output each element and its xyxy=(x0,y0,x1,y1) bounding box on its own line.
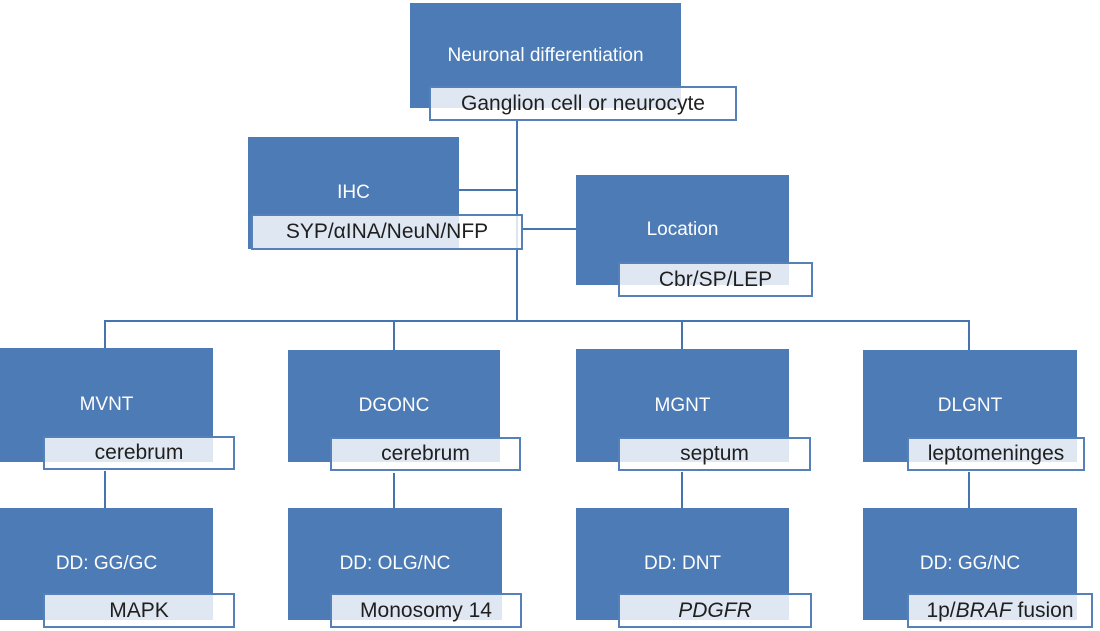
connector-mvnt-to-dd xyxy=(104,471,106,508)
connector-drop-dgonc xyxy=(393,320,395,350)
node-neuronal-differentiation-title: Neuronal differentiation xyxy=(447,44,644,66)
label-ganglion-cell-text: Ganglion cell or neurocyte xyxy=(461,91,705,115)
node-mvnt-title: MVNT xyxy=(79,394,134,416)
label-mgnt-site: septum xyxy=(618,437,811,471)
node-dgonc-title: DGONC xyxy=(358,395,430,417)
label-ganglion-cell-or-neurocyte: Ganglion cell or neurocyte xyxy=(429,86,737,121)
label-dlgnt-site-text: leptomeninges xyxy=(927,442,1065,465)
label-dlgnt-site: leptomeninges xyxy=(907,437,1085,471)
connector-dgonc-to-dd xyxy=(393,473,395,508)
node-mvnt-dd-title: DD: GG/GC xyxy=(55,553,158,575)
label-dlgnt-marker: 1p/BRAF fusion xyxy=(907,593,1093,628)
connector-drop-dlgnt xyxy=(968,320,970,350)
label-dlgnt-marker-text: 1p/BRAF fusion xyxy=(926,599,1073,623)
label-mvnt-site: cerebrum xyxy=(43,436,235,470)
node-ihc-title: IHC xyxy=(337,182,370,204)
label-dgonc-site-text: cerebrum xyxy=(381,442,470,465)
connector-mgnt-to-dd xyxy=(681,472,683,508)
label-mgnt-marker: PDGFR xyxy=(618,593,812,628)
label-dgonc-marker-text: Monosomy 14 xyxy=(360,598,492,622)
label-mgnt-marker-text: PDGFR xyxy=(678,598,752,622)
label-location-sites-text: Cbr/SP/LEP xyxy=(658,267,773,291)
node-mgnt-dd-title: DD: DNT xyxy=(643,553,722,575)
label-mvnt-site-text: cerebrum xyxy=(94,441,184,464)
connector-drop-mgnt xyxy=(681,320,683,350)
label-mgnt-site-text: septum xyxy=(680,442,749,465)
label-dlgnt-marker-prefix: 1p/ xyxy=(926,598,956,622)
connector-dlgnt-to-dd xyxy=(968,472,970,508)
label-dlgnt-marker-suffix: fusion xyxy=(1011,598,1074,622)
node-location-title: Location xyxy=(646,219,719,241)
label-mvnt-marker: MAPK xyxy=(43,593,235,628)
node-dlgnt-dd-title: DD: GG/NC xyxy=(919,553,1021,575)
label-mvnt-marker-text: MAPK xyxy=(109,598,169,622)
label-ihc-markers-text: SYP/αINA/NeuN/NFP xyxy=(285,220,489,243)
node-dlgnt-title: DLGNT xyxy=(937,395,1003,417)
label-dgonc-site: cerebrum xyxy=(330,437,521,471)
label-dgonc-marker: Monosomy 14 xyxy=(330,593,522,628)
label-ihc-markers: SYP/αINA/NeuN/NFP xyxy=(251,214,523,250)
connector-drop-mvnt xyxy=(104,320,106,349)
connector-main-horizontal xyxy=(104,320,970,322)
connector-ihc-horizontal xyxy=(459,189,517,191)
label-location-sites: Cbr/SP/LEP xyxy=(618,262,813,297)
label-dlgnt-marker-gene: BRAF xyxy=(955,598,1012,622)
node-dgonc-dd-title: DD: OLG/NC xyxy=(339,553,451,575)
connector-ihc-label-to-location xyxy=(522,228,577,230)
node-mgnt-title: MGNT xyxy=(654,394,711,416)
